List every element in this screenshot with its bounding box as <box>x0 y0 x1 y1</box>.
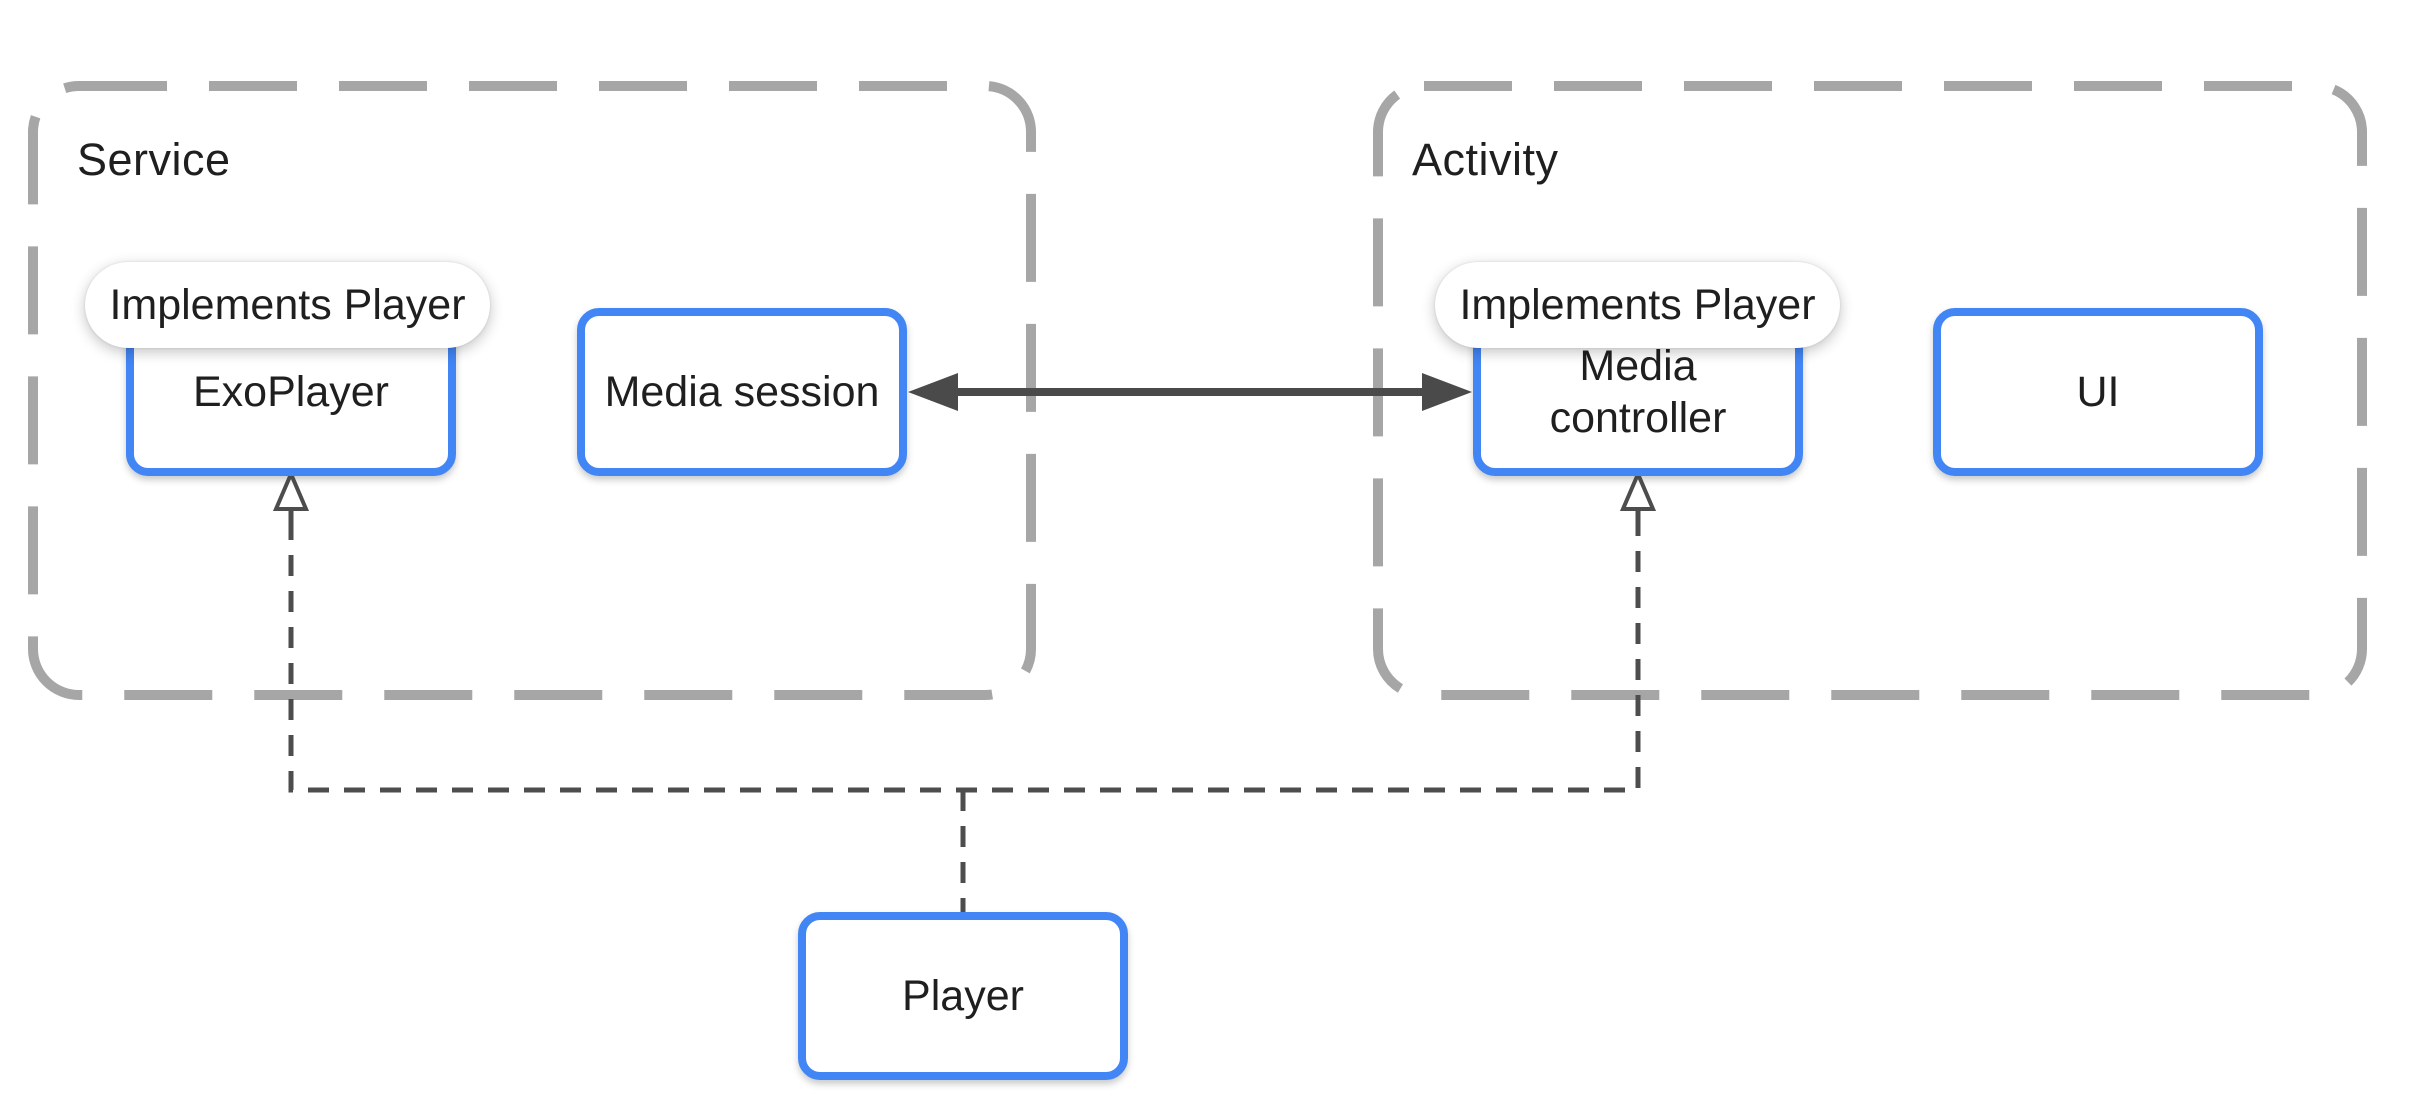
activity-label: Activity <box>1412 134 1559 185</box>
implements-player-badge-media-controller: Implements Player <box>1435 262 1840 348</box>
node-ui: UI <box>1933 308 2263 476</box>
node-player: Player <box>798 912 1128 1080</box>
implements-player-badge-exoplayer: Implements Player <box>85 262 490 348</box>
implements-connectors <box>272 468 1657 912</box>
bidirectional-arrow <box>908 373 1472 411</box>
open-arrowhead-exoplayer-icon <box>272 468 310 511</box>
dashed-connector-path <box>288 519 1641 793</box>
open-arrowhead-media-controller-icon <box>1619 468 1657 511</box>
service-label: Service <box>77 134 231 185</box>
arrowhead-right-icon <box>1422 373 1472 411</box>
arrowhead-left-icon <box>908 373 958 411</box>
node-media-session: Media session <box>577 308 907 476</box>
